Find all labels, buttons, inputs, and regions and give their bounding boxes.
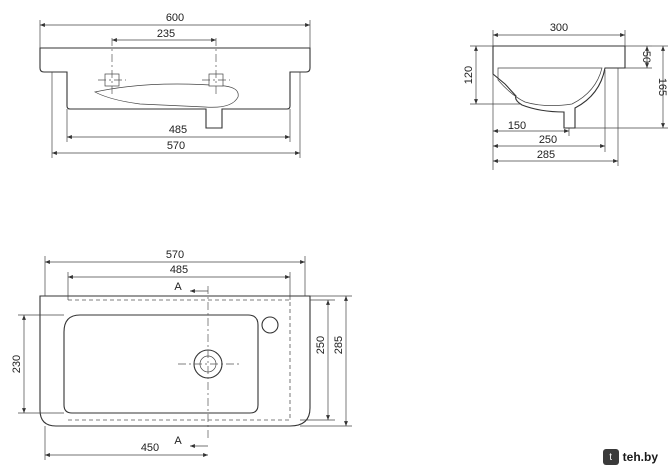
watermark: t teh.by	[602, 449, 658, 465]
section-label-top: A	[174, 281, 182, 293]
front-rim	[39, 47, 311, 129]
dim-570-front: 570	[167, 140, 185, 152]
dim-50: 50	[640, 51, 652, 63]
dim-600: 600	[166, 12, 184, 24]
dim-450: 450	[141, 442, 159, 454]
watermark-text: teh.by	[622, 450, 658, 464]
dim-285-plan: 285	[333, 336, 345, 354]
dim-235: 235	[157, 28, 175, 40]
plan-outline	[39, 295, 311, 427]
dim-120: 120	[463, 66, 475, 84]
dim-300: 300	[550, 22, 568, 34]
dim-250-plan: 250	[315, 336, 327, 354]
dim-485-front: 485	[169, 124, 187, 136]
plan-view: A A 570 485 230 250 285 450	[11, 249, 352, 460]
dim-165: 165	[656, 78, 668, 96]
dim-230: 230	[11, 355, 23, 373]
plan-bowl	[63, 314, 259, 414]
side-inner-bowl	[497, 67, 603, 106]
dim-285-side: 285	[537, 149, 555, 161]
brand-logo-icon: t	[602, 449, 619, 465]
side-body	[492, 45, 626, 129]
dim-570-plan: 570	[166, 249, 184, 261]
dim-150: 150	[508, 120, 526, 132]
front-bowl	[93, 83, 239, 108]
dim-485-plan: 485	[170, 264, 188, 276]
section-label-bottom: A	[174, 435, 182, 447]
side-view: 300 50 165 120 150 250 285	[463, 22, 668, 170]
tap-hole-icon	[261, 316, 279, 334]
dim-250-side: 250	[539, 134, 557, 146]
front-view: 600 235 485 570	[39, 12, 311, 158]
plan-bowl-hidden	[68, 299, 291, 421]
